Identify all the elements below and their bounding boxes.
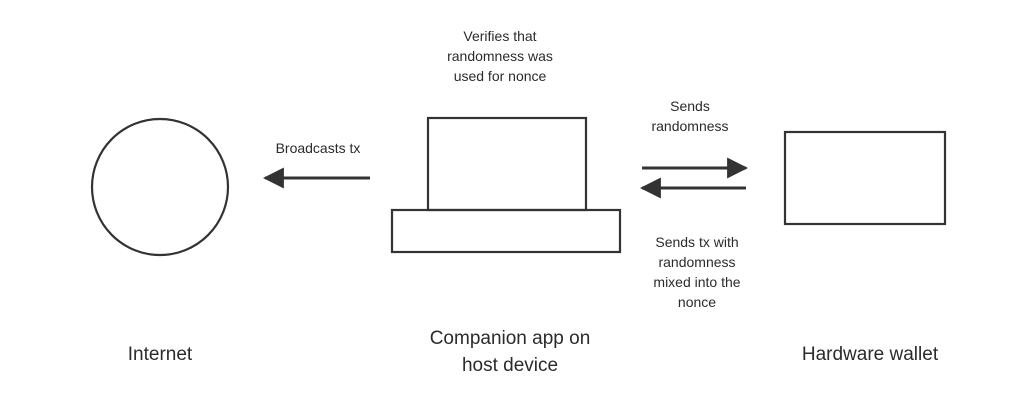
companion-base-shape [390,208,622,254]
companion-monitor-shape [426,116,588,212]
sends-tx-annotation: Sends tx with randomness mixed into the … [612,232,782,312]
sends-randomness-line-2: randomness [651,118,729,134]
sends-randomness-line-1: Sends [670,98,710,114]
verifies-line-3: used for nonce [453,68,547,84]
sends-tx-line-2: randomness [658,254,736,270]
companion-label: Companion app on host device [380,325,640,379]
companion-label-line-2: host device [461,355,559,376]
verifies-line-1: Verifies that [463,28,537,44]
sends-tx-line-3: mixed into the [653,274,741,290]
broadcasts-annotation: Broadcasts tx [248,138,388,158]
sends-tx-line-1: Sends tx with [655,234,739,250]
internet-node-circle [90,117,230,257]
sends-randomness-annotation: Sends randomness [620,96,760,136]
companion-label-line-1: Companion app on [429,328,591,349]
hardware-wallet-label: Hardware wallet [801,344,939,365]
verifies-line-2: randomness was [447,48,553,64]
broadcasts-label: Broadcasts tx [275,140,361,156]
internet-label: Internet [127,344,193,365]
sends-tx-line-4: nonce [677,294,717,310]
verifies-annotation: Verifies that randomness was used for no… [405,26,595,86]
hardware-wallet-rect [783,130,947,226]
